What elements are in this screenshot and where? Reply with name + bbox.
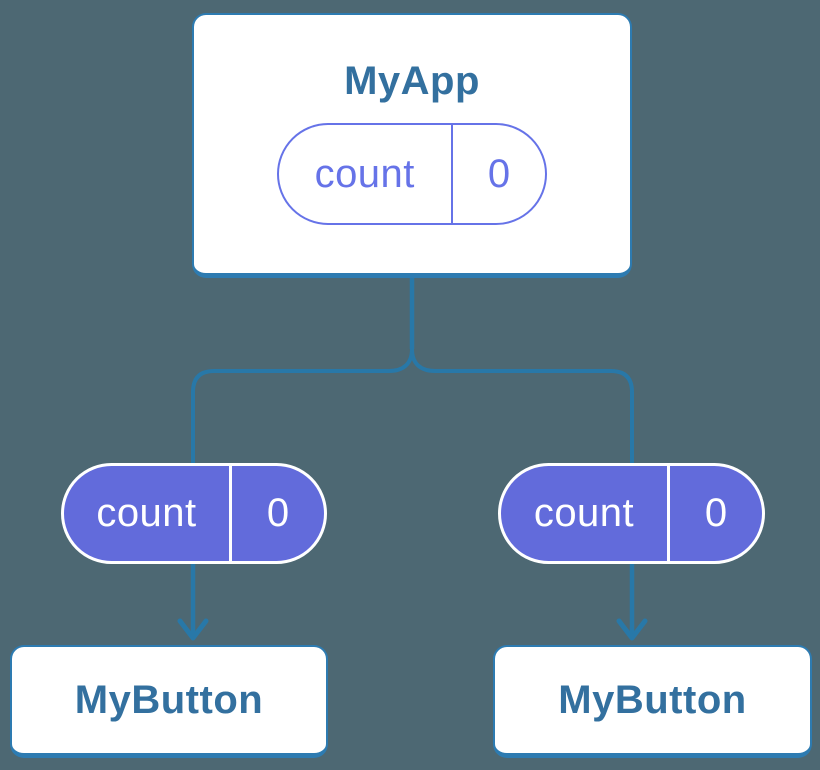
child-right-component-box: MyButton — [493, 645, 812, 758]
child-right-state-value: 0 — [704, 491, 728, 535]
root-state-name: count — [314, 151, 415, 196]
child-left-state-value: 0 — [266, 491, 290, 535]
pill-divider — [667, 466, 670, 561]
root-state-pill: count 0 — [277, 123, 547, 225]
pill-divider — [229, 466, 232, 561]
arrow-right-head — [616, 618, 648, 641]
root-state-value: 0 — [487, 151, 511, 196]
child-left-state-name: count — [96, 491, 197, 535]
branch-right-line — [410, 348, 634, 466]
child-left-component-title: MyButton — [74, 678, 264, 722]
root-component-title: MyApp — [344, 59, 480, 103]
root-component-box: MyApp count 0 — [192, 13, 632, 278]
child-right-state-name: count — [533, 491, 635, 535]
child-left-component-box: MyButton — [10, 645, 328, 758]
branch-left-line — [191, 348, 414, 466]
pill-divider — [450, 125, 453, 223]
child-right-component-title: MyButton — [558, 678, 747, 722]
arrow-left-head — [177, 618, 209, 641]
child-right-state-pill: count 0 — [498, 463, 765, 564]
child-left-state-pill: count 0 — [61, 463, 327, 564]
